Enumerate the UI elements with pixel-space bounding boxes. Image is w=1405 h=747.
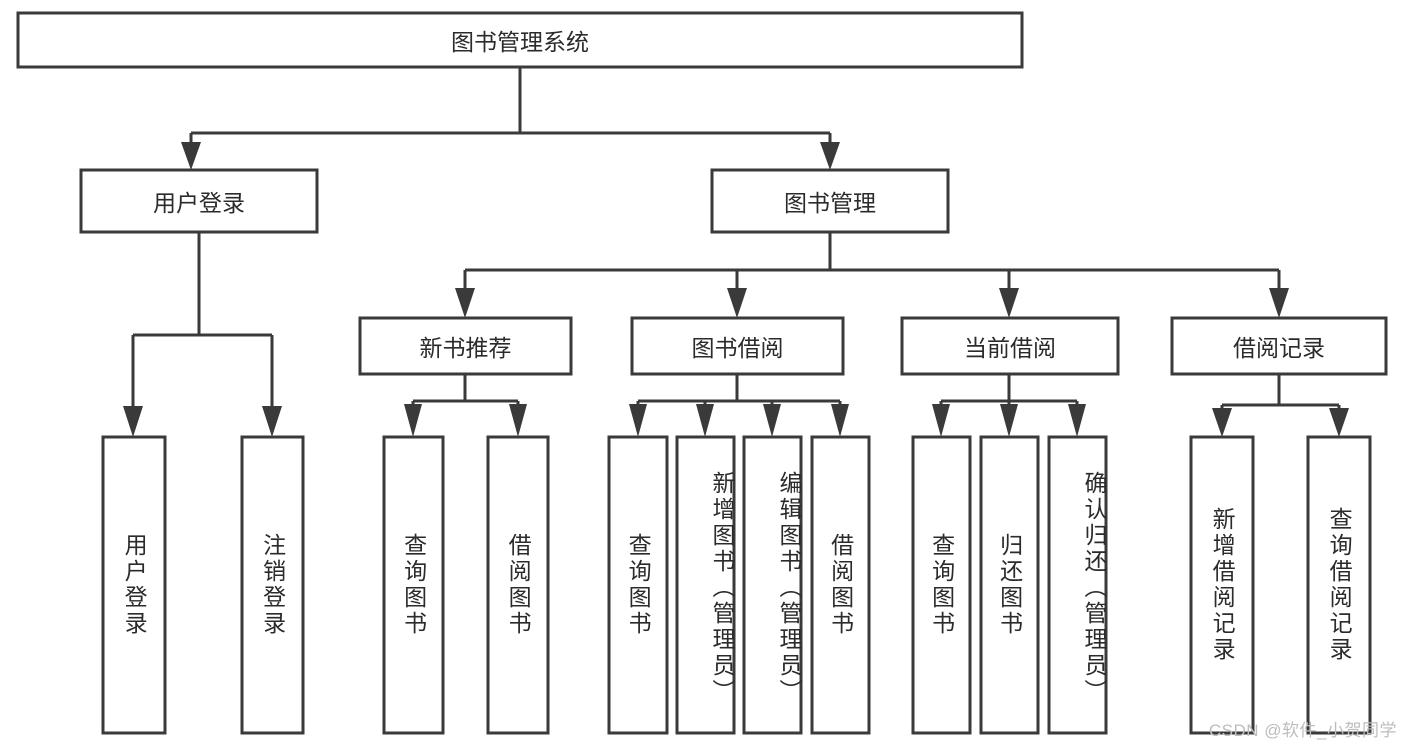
node-new-book-recommend-box[interactable] bbox=[358, 316, 573, 376]
leaf-box-cb-confirm-return[interactable] bbox=[1047, 435, 1108, 735]
leaf-box-br-add-record[interactable] bbox=[1189, 435, 1255, 735]
leaf-box-br-query-record[interactable] bbox=[1306, 435, 1372, 735]
arrowhead-nbr-leaf-1 bbox=[404, 404, 422, 437]
arrowhead-new-book bbox=[455, 288, 475, 318]
node-current-borrow-box[interactable] bbox=[900, 316, 1120, 376]
arrowhead-book-manage bbox=[820, 142, 840, 170]
arrowhead-leaf-user-login bbox=[123, 406, 143, 437]
arrowhead-borrow-record bbox=[1269, 288, 1289, 318]
arrowhead-bb-leaf-4 bbox=[831, 404, 849, 437]
leaf-box-cb-query-book[interactable] bbox=[911, 435, 972, 735]
leaf-box-user-login[interactable] bbox=[101, 435, 167, 735]
leaf-box-bb-add-book[interactable] bbox=[675, 435, 736, 735]
arrowhead-cb-leaf-2 bbox=[1000, 404, 1018, 437]
leaf-box-nbr-query-book[interactable] bbox=[382, 435, 445, 735]
node-book-manage-box[interactable] bbox=[710, 168, 950, 234]
arrowhead-br-leaf-1 bbox=[1212, 408, 1232, 437]
arrowhead-nbr-leaf-2 bbox=[509, 404, 527, 437]
arrowhead-cb-leaf-3 bbox=[1068, 404, 1086, 437]
leaf-box-logout[interactable] bbox=[240, 435, 305, 735]
arrowhead-bb-leaf-2 bbox=[696, 404, 714, 437]
node-root-box[interactable] bbox=[16, 11, 1024, 69]
arrowhead-bb-leaf-3 bbox=[763, 404, 781, 437]
csdn-watermark: CSDN @软件_小贺同学 bbox=[1208, 721, 1397, 740]
arrowhead-leaf-logout bbox=[262, 406, 282, 437]
leaf-box-cb-return-book[interactable] bbox=[979, 435, 1040, 735]
leaf-box-bb-query-book[interactable] bbox=[607, 435, 669, 735]
leaf-box-bb-borrow-book[interactable] bbox=[810, 435, 871, 735]
arrowhead-user-login bbox=[181, 142, 201, 170]
arrowhead-bb-leaf-1 bbox=[629, 404, 647, 437]
leaf-box-nbr-borrow-book[interactable] bbox=[486, 435, 550, 735]
leaf-box-bb-edit-book[interactable] bbox=[742, 435, 803, 735]
arrowhead-br-leaf-2 bbox=[1329, 408, 1349, 437]
node-user-login-box[interactable] bbox=[79, 168, 319, 234]
arrowhead-book-borrow bbox=[727, 288, 747, 318]
arrowhead-current-borrow bbox=[999, 288, 1019, 318]
node-borrow-record-box[interactable] bbox=[1170, 316, 1388, 376]
arrowhead-cb-leaf-1 bbox=[932, 404, 950, 437]
node-book-borrow-box[interactable] bbox=[630, 316, 845, 376]
